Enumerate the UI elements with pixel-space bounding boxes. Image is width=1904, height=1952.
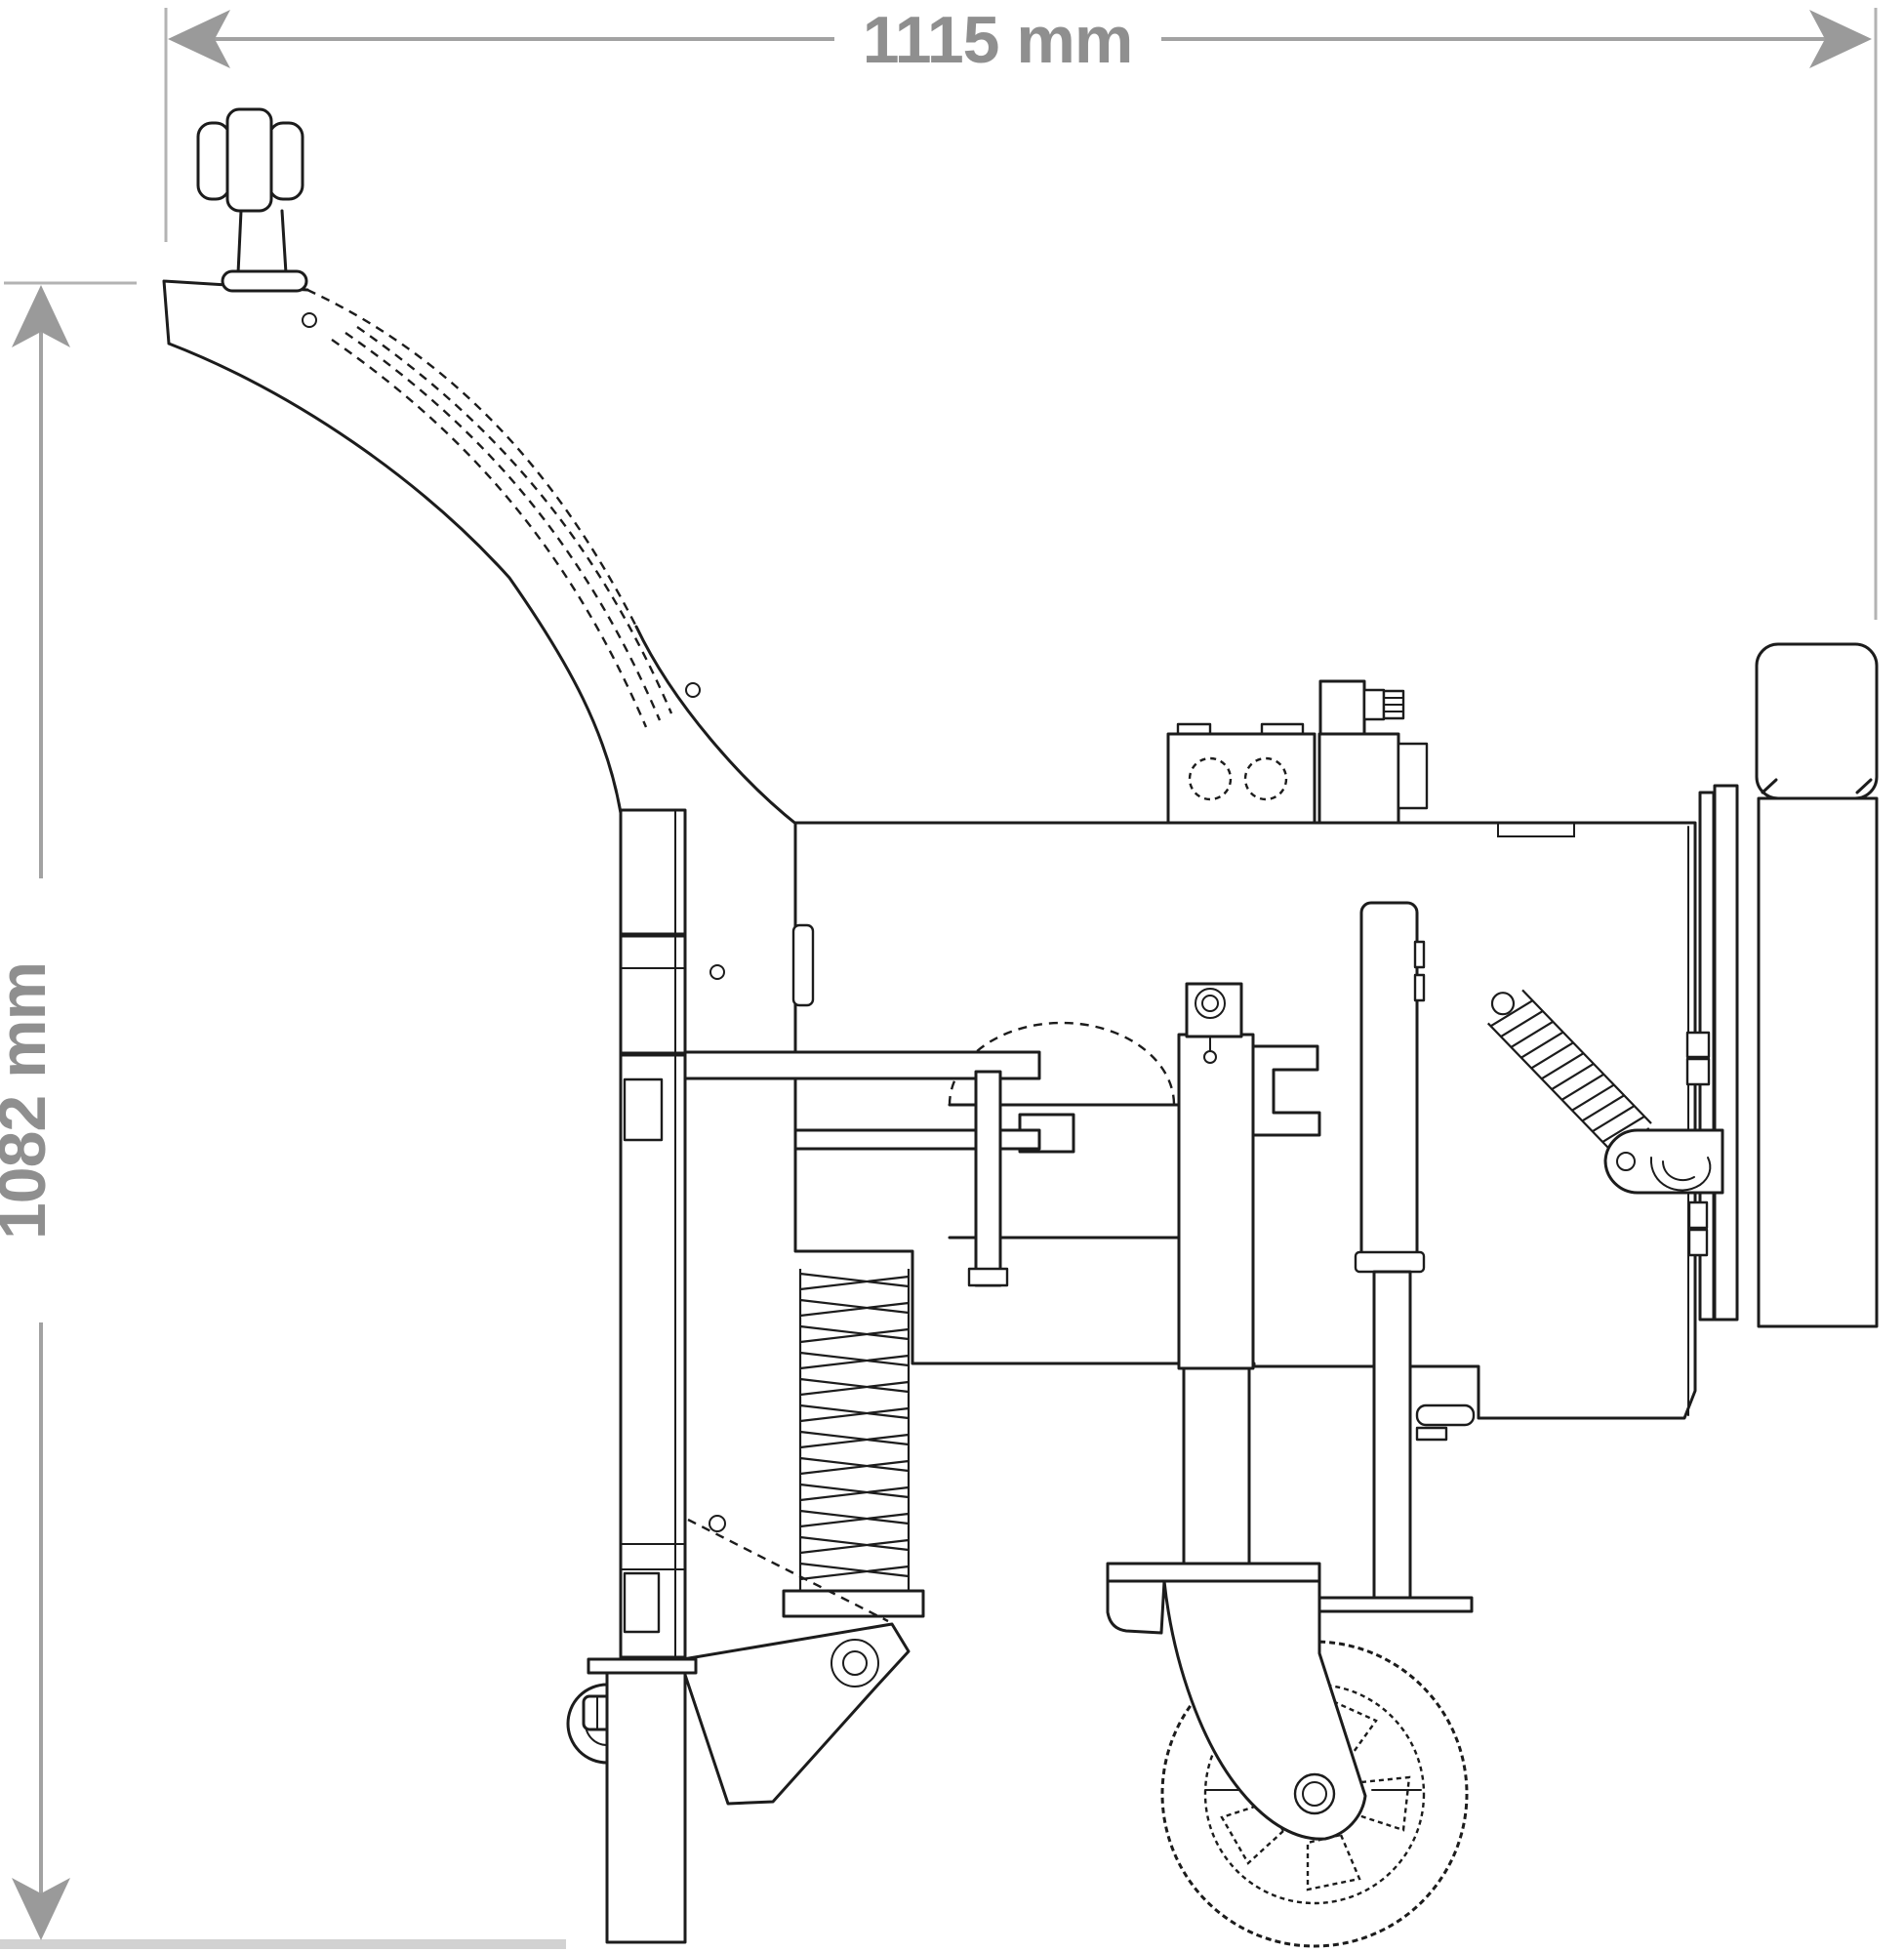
sensor-stem-ball: [1203, 1050, 1217, 1064]
lower-link-arm: [793, 1128, 1041, 1151]
height-dimension-label: 1082 mm: [0, 962, 60, 1240]
pin-flange-right: [267, 121, 304, 201]
width-dimension: 1115 mm: [164, 3, 1878, 620]
height-arrow-down-icon: [12, 1878, 70, 1940]
clevis-fork: [1250, 1044, 1321, 1137]
caster-assembly: [1106, 1562, 1474, 1948]
pivot-ring-inner: [842, 1650, 868, 1676]
pivot-ring-outer: [830, 1639, 879, 1688]
axle-boss: [1293, 1772, 1336, 1815]
width-arrow-right-icon: [1809, 10, 1872, 68]
edge-clip-4: [1687, 1228, 1709, 1257]
caster-fork: [1162, 1579, 1367, 1841]
stand-foot-plate: [1317, 1596, 1474, 1613]
mounting-plate-column: [619, 808, 726, 1659]
pin-flange-left: [196, 121, 231, 201]
width-dimension-label: 1115 mm: [863, 3, 1133, 77]
drum-body: [1757, 796, 1879, 1328]
height-dimension: 1082 mm: [0, 281, 566, 1949]
plate-hole: [709, 1515, 726, 1532]
arm-face: [164, 281, 798, 826]
pin-stem: [236, 209, 288, 275]
height-arrow-up-icon: [12, 285, 70, 347]
pivot-arm: [681, 1622, 911, 1806]
hydraulic-valve-block: [1166, 679, 1429, 825]
skid-bar: [605, 1671, 687, 1944]
hanger-bar: [974, 1070, 1002, 1287]
pivot-hidden-edge: [687, 1518, 889, 1623]
dimension-layer: 1115 mm 1082 mm: [0, 3, 1878, 1949]
pivot-linkage: [681, 1518, 911, 1806]
solenoid-cap-stripes: [1383, 697, 1404, 712]
caster-mount-plate: [1106, 1562, 1321, 1583]
skid-top-plate: [587, 1657, 698, 1675]
arm-hole-top: [302, 312, 317, 328]
actuator-column: [1177, 982, 1321, 1567]
hanger-bar-foot: [967, 1267, 1009, 1287]
arm-hole-lower: [709, 964, 725, 980]
width-arrow-left-icon: [168, 10, 230, 68]
stand-inner-rod: [1372, 1270, 1412, 1602]
pin-flange-center: [225, 107, 273, 213]
drum-flange-outer: [1713, 784, 1739, 1322]
tension-spring-eye: [1490, 992, 1516, 1016]
valve-manifold: [1166, 732, 1317, 825]
stand-lock-pin: [1415, 1403, 1476, 1427]
drum-cap: [1755, 642, 1879, 800]
caster-plate-lip: [1106, 1579, 1166, 1635]
edge-clip-2: [1685, 1057, 1711, 1086]
solenoid-connector: [1362, 688, 1386, 721]
stand-rod: [1354, 901, 1476, 1602]
arm-hidden-edges: [306, 288, 673, 728]
sensor-eye-inner: [1201, 995, 1219, 1012]
edge-clip-1: [1685, 1031, 1711, 1059]
stand-collar: [1354, 1250, 1426, 1274]
valve-port-left: [1188, 756, 1233, 801]
boss-arc-outer: [566, 1683, 609, 1765]
edge-clips: [1685, 1031, 1711, 1257]
machine-drawing: [162, 107, 1879, 1948]
link-arms: [683, 923, 1075, 1287]
arm-hole-middle: [685, 682, 701, 698]
hook-icon: [1649, 1157, 1712, 1192]
body-left-bracket: [791, 923, 815, 1007]
brush-drum-assembly: [1698, 642, 1879, 1328]
solenoid-tower: [1318, 679, 1366, 736]
valve-port-right: [1243, 756, 1288, 801]
skid-leg: [587, 1657, 698, 1944]
wheel-spoke-cutouts: [1220, 1697, 1411, 1891]
valve-side-block: [1397, 742, 1429, 810]
plate-bracket-lower: [623, 1571, 661, 1634]
compression-spring: [782, 1269, 925, 1618]
body-top-step: [1497, 822, 1575, 837]
plate-bracket-upper: [623, 1078, 664, 1142]
stand-lug-1: [1413, 940, 1426, 969]
tension-spring: [1486, 989, 1652, 1158]
caster-column: [1182, 1366, 1251, 1567]
swan-neck-arm: [162, 279, 800, 980]
stand-lug-2: [1413, 973, 1426, 1002]
drum-cap-corner-marks: [1761, 778, 1873, 794]
compression-spring-coils: [798, 1269, 911, 1591]
sensor-eye-outer: [1195, 988, 1226, 1019]
wheel-rim: [1203, 1683, 1426, 1905]
stand-outer-tube: [1359, 901, 1419, 1263]
tension-spring-coils: [1486, 989, 1652, 1158]
hook-bracket-hole: [1616, 1152, 1636, 1171]
stand-lock-pin-clip: [1415, 1426, 1448, 1442]
pin-base: [221, 269, 308, 293]
edge-clip-3: [1687, 1200, 1709, 1230]
actuator-body: [1177, 1033, 1255, 1370]
spring-bottom-plate: [782, 1589, 925, 1618]
top-link-pin: [196, 107, 308, 293]
tension-spring-assembly: [1486, 989, 1724, 1195]
axle-hole: [1302, 1781, 1327, 1807]
solenoid-body: [1317, 732, 1400, 825]
